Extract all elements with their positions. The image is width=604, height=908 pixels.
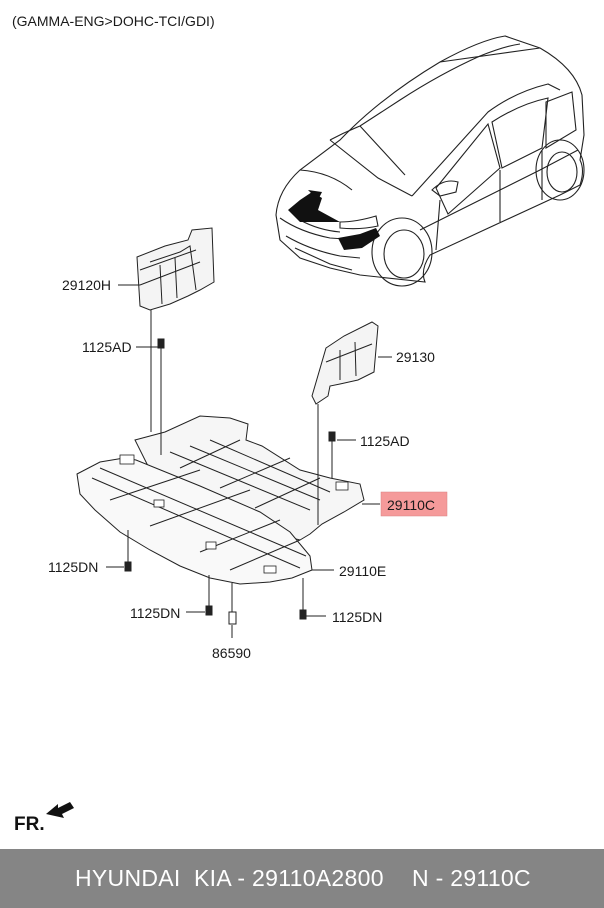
label-1125AD-left[interactable]: 1125AD <box>82 339 132 355</box>
part-29130-bracket[interactable] <box>311 321 379 405</box>
bolt-1125DN-right-icon <box>299 609 307 620</box>
highlight-box-29110C <box>380 491 448 517</box>
front-orientation-label: FR. <box>14 814 45 835</box>
part-29110E-cover[interactable] <box>76 457 313 585</box>
bolt-1125DN-mid-icon <box>205 605 213 616</box>
part-29120H-bracket[interactable] <box>136 227 215 311</box>
label-1125AD-right[interactable]: 1125AD <box>360 433 410 449</box>
parts-diagram: (GAMMA-ENG>DOHC-TCI/GDI) <box>12 13 585 818</box>
bolt-1125AD-right-icon <box>328 431 336 442</box>
car-undercover-marks <box>288 190 380 250</box>
footer-bar: HYUNDAI KIA - 29110A2800 N - 29110C <box>0 849 604 908</box>
front-arrow-icon <box>46 802 74 818</box>
leader-lines <box>106 284 392 638</box>
clip-86590-icon <box>228 611 237 625</box>
engine-variant-title: (GAMMA-ENG>DOHC-TCI/GDI) <box>12 13 215 29</box>
cover-holes <box>119 454 349 574</box>
car-illustration <box>275 35 585 287</box>
label-29110E[interactable]: 29110E <box>339 563 386 579</box>
label-29110C[interactable]: 29110C <box>387 497 435 513</box>
label-29130[interactable]: 29130 <box>396 349 435 365</box>
footer-ref-number: N - 29110C <box>412 865 531 891</box>
footer-part-number: HYUNDAI KIA - 29110A2800 <box>75 865 384 891</box>
label-1125DN-right[interactable]: 1125DN <box>332 609 382 625</box>
bolt-1125AD-left-icon <box>157 338 165 349</box>
label-86590[interactable]: 86590 <box>212 645 251 661</box>
label-1125DN-left[interactable]: 1125DN <box>48 559 98 575</box>
bolt-1125DN-left-icon <box>124 561 132 572</box>
label-29120H[interactable]: 29120H <box>62 277 111 293</box>
label-1125DN-mid[interactable]: 1125DN <box>130 605 180 621</box>
